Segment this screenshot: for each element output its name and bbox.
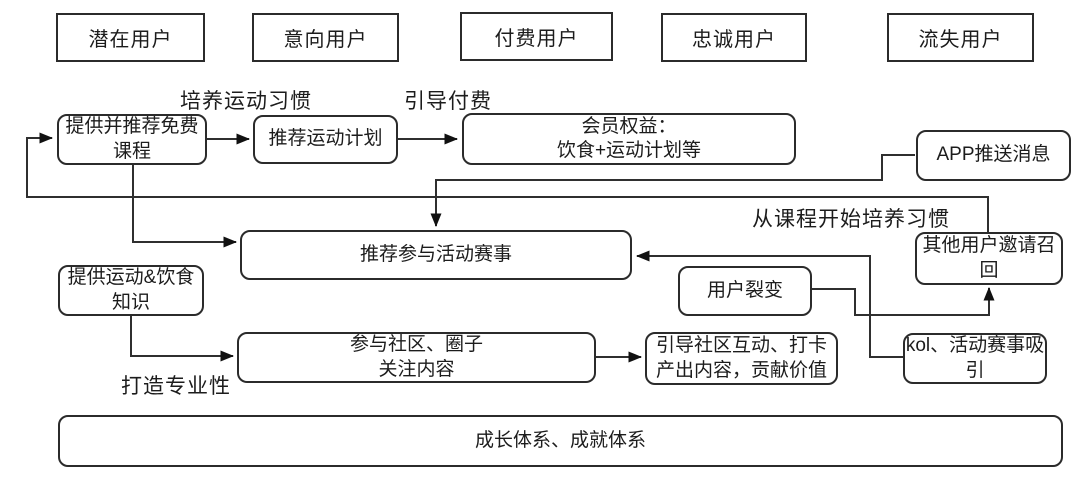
node-label: 提供并推荐免费 课程 (65, 116, 199, 162)
node-events: 推荐参与活动赛事 (240, 230, 632, 280)
edge-label-cultivate-habit: 培养运动习惯 (180, 90, 312, 113)
stage-box-intent-users: 意向用户 (252, 13, 399, 62)
node-label: 推荐参与活动赛事 (359, 243, 512, 265)
node-membership-benefits: 会员权益： 饮食+运动计划等 (462, 113, 796, 165)
stage-box-paying-users: 付费用户 (460, 12, 613, 61)
node-community: 参与社区、圈子 关注内容 (237, 332, 596, 383)
edge-label-recall-from-course: 从课程开始培养习惯 (752, 208, 950, 231)
node-label: 成长体系、成就体系 (474, 429, 646, 451)
node-user-fission: 用户裂变 (678, 266, 812, 316)
connector-kol-to-events (636, 250, 903, 358)
stage-label: 流失用户 (918, 29, 1003, 51)
node-sport-plan: 推荐运动计划 (253, 115, 398, 164)
node-label: 会员权益： 饮食+运动计划等 (556, 115, 702, 161)
stage-label: 付费用户 (494, 28, 579, 50)
edge-label-build-expertise: 打造专业性 (121, 375, 231, 398)
node-invite-recall: 其他用户邀请召 回 (915, 232, 1063, 285)
node-label: APP推送消息 (936, 144, 1051, 166)
node-label: kol、活动赛事吸 引 (905, 335, 1045, 381)
stage-label: 忠诚用户 (692, 29, 776, 51)
node-ugc-contribution: 引导社区互动、打卡 产出内容，贡献价值 (645, 332, 838, 385)
node-label: 推荐运动计划 (268, 128, 383, 150)
node-knowledge: 提供运动&饮食 知识 (58, 265, 204, 316)
stage-box-potential-users: 潜在用户 (56, 13, 205, 62)
stage-box-loyal-users: 忠诚用户 (661, 13, 807, 62)
edge-label-guide-payment: 引导付费 (404, 90, 492, 113)
stage-box-churned-users: 流失用户 (887, 13, 1034, 62)
node-label: 用户裂变 (706, 279, 783, 301)
stage-label: 潜在用户 (88, 29, 173, 51)
connector-fission-to-invite-recall (812, 287, 995, 316)
node-label: 参与社区、圈子 关注内容 (349, 334, 483, 380)
node-kol-attraction: kol、活动赛事吸 引 (903, 333, 1047, 384)
connector-invite-recall-to-free-course (26, 132, 989, 232)
node-app-push: APP推送消息 (916, 130, 1071, 181)
connector-app-push-to-events (430, 154, 915, 227)
node-label: 提供运动&饮食 知识 (67, 267, 195, 313)
node-label: 引导社区互动、打卡 产出内容，贡献价值 (655, 335, 827, 381)
connector-knowledge-to-community (130, 316, 234, 362)
node-label: 其他用户邀请召 回 (922, 235, 1056, 281)
connector-free-course-to-events (132, 165, 237, 248)
node-free-course: 提供并推荐免费 课程 (57, 114, 207, 165)
stage-label: 意向用户 (283, 29, 368, 51)
node-growth-system: 成长体系、成就体系 (58, 415, 1063, 467)
